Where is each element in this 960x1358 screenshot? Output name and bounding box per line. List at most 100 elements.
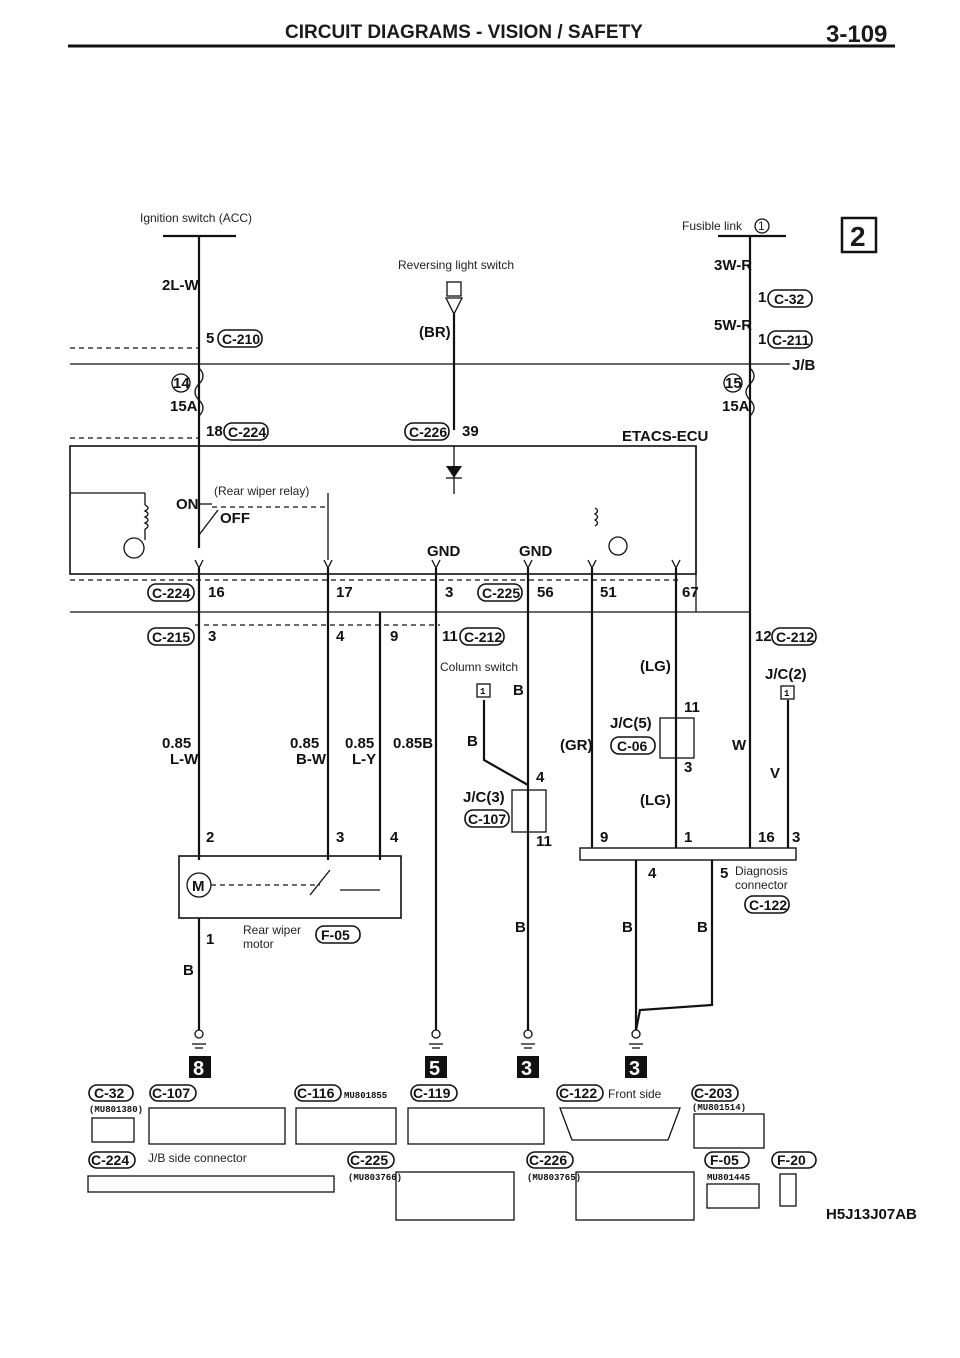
- ref-c32-face: [91, 1117, 135, 1143]
- pin-9b-label: 9: [600, 829, 608, 846]
- wire-color-2: B-W: [296, 751, 327, 768]
- connector-c06: [610, 736, 656, 755]
- pin-3c-label: 3: [684, 759, 692, 776]
- ignition-switch-caption: Ignition switch (ACC): [140, 211, 252, 225]
- pin-4c-label: 4: [390, 829, 399, 846]
- column-switch-pin: 1: [480, 687, 486, 697]
- pin-4a-label: 4: [336, 628, 345, 645]
- wire-label-br: (BR): [419, 324, 451, 341]
- pin-17-label: 17: [336, 584, 353, 601]
- fuse-15-label: 15: [725, 375, 742, 392]
- internal-transistor: [608, 536, 628, 556]
- fuse-14-amp: 15A: [170, 398, 198, 415]
- pin-2-label: 2: [206, 829, 214, 846]
- ecu-bottom-terminals: [194, 559, 681, 570]
- wire-b4-label: B: [515, 919, 526, 936]
- ref-c122-face: [559, 1107, 681, 1141]
- relay-transistor: [123, 537, 145, 559]
- wire-b6-label: B: [697, 919, 708, 936]
- ref-c224: [88, 1151, 136, 1169]
- ref-c32-label: C-32: [94, 1085, 125, 1101]
- ref-c107-label: C-107: [152, 1085, 190, 1101]
- connector-c122-label: C-122: [749, 897, 787, 913]
- ref-c32: [88, 1084, 134, 1102]
- page-title: CIRCUIT DIAGRAMS - VISION / SAFETY: [285, 22, 643, 43]
- ref-mu803766: (MU803766): [348, 1173, 402, 1183]
- ref-c224-face: [87, 1175, 335, 1193]
- connector-c225: [477, 583, 523, 602]
- pin-3b-label: 3: [208, 628, 216, 645]
- column-switch-pin-box: [476, 683, 491, 698]
- section-marker-box: [840, 216, 878, 254]
- connector-f05: [315, 925, 361, 944]
- ref-c226: [526, 1151, 574, 1169]
- jb-label: J/B: [792, 357, 816, 374]
- connector-c210: [217, 329, 263, 348]
- connector-c32-label: C-32: [774, 291, 805, 307]
- connector-reference-row-2: C-224 J/B side connector C-225 (MU803766…: [87, 1151, 817, 1221]
- ref-f05-label: F-05: [710, 1152, 739, 1168]
- fusible-link-number: 1: [758, 219, 765, 233]
- ref-f05-face: [706, 1183, 760, 1209]
- pin-11c-label: 11: [536, 833, 552, 850]
- connector-c215: [147, 627, 195, 646]
- diagnosis-connector-bar: [579, 847, 797, 861]
- reversing-switch-pin-box: [446, 281, 462, 297]
- wire-size-1: 0.85: [162, 735, 191, 752]
- wire-size-2: 0.85: [290, 735, 319, 752]
- ground-section-3a: [517, 1056, 539, 1078]
- reversing-switch-terminal: [444, 297, 464, 316]
- connector-c212-label: C-212: [464, 629, 502, 645]
- wire-b2-label: B: [467, 733, 478, 750]
- pin-39-label: 39: [462, 423, 479, 440]
- etacs-ecu-label: ETACS-ECU: [622, 428, 708, 445]
- ref-c119: [410, 1084, 458, 1102]
- rear-wiper-motor-caption-1: Rear wiper: [243, 923, 301, 937]
- ref-c225-face: [395, 1171, 515, 1221]
- ref-c122-label: C-122: [559, 1085, 597, 1101]
- connector-c225-label: C-225: [482, 585, 520, 601]
- jc2-label: J/C(2): [765, 666, 807, 683]
- ground-section-3b: [625, 1056, 647, 1078]
- ground-section-5: [425, 1056, 447, 1078]
- pin-4d-label: 4: [648, 865, 657, 882]
- pin-3e-label: 3: [792, 829, 800, 846]
- connector-c32: [767, 289, 813, 308]
- connector-c211-label: C-211: [772, 332, 810, 348]
- pin-1d-label: 1: [684, 829, 692, 846]
- connector-c107-label: C-107: [468, 811, 506, 827]
- jc5-box: [659, 717, 695, 759]
- ground-section-3a-label: 3: [521, 1058, 532, 1080]
- pin-1a-label: 1: [758, 289, 766, 306]
- ref-c119-label: C-119: [413, 1085, 451, 1101]
- connector-c224-label: C-224: [228, 424, 266, 440]
- connector-reference-row-1: C-32 (MU801380) C-107 C-116 MU801855 C-1…: [88, 1084, 765, 1149]
- ref-c116-face: [295, 1107, 397, 1145]
- rear-wiper-motor-box: [178, 855, 402, 919]
- internal-resistor: [593, 507, 599, 527]
- wire-color-1: L-W: [170, 751, 199, 768]
- relay-off-label: OFF: [220, 510, 250, 527]
- wire-size-3: 0.85: [345, 735, 374, 752]
- column-switch-wire: [482, 700, 529, 786]
- reversing-light-caption: Reversing light switch: [398, 258, 514, 272]
- connector-c226: [404, 422, 450, 441]
- pin-67-label: 67: [682, 584, 699, 601]
- jc5-label: J/C(5): [610, 715, 652, 732]
- connector-c06-label: C-06: [617, 738, 648, 754]
- wire-size-4: 0.85B: [393, 735, 433, 752]
- wire-label-3wr: 3W-R: [714, 257, 752, 274]
- wire-color-3: L-Y: [352, 751, 376, 768]
- etacs-ecu-box: [69, 445, 697, 575]
- front-side-caption: Front side: [608, 1087, 662, 1101]
- fuse-15-element: [745, 367, 755, 417]
- connector-c215-label: C-215: [152, 629, 190, 645]
- ref-c225: [347, 1151, 395, 1169]
- connector-c212b-label: C-212: [776, 629, 814, 645]
- ref-c122: [556, 1084, 604, 1102]
- fuse-15-circle: [723, 373, 743, 393]
- connector-c212: [459, 627, 505, 646]
- fusible-link-num-circle: [754, 218, 770, 234]
- jb-side-caption: J/B side connector: [148, 1151, 247, 1165]
- ref-c116: [294, 1084, 342, 1102]
